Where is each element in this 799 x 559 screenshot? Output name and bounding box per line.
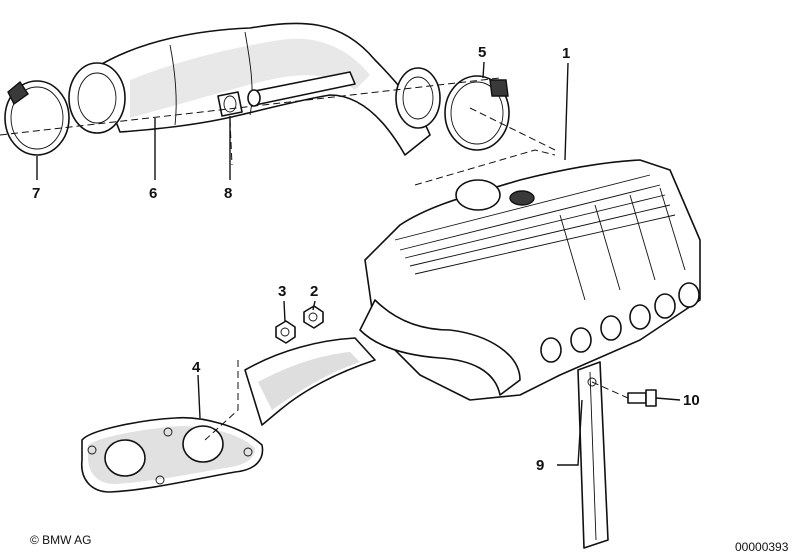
callout-7: 7: [32, 185, 40, 202]
intake-manifold[interactable]: [244, 159, 701, 426]
hose-clip[interactable]: [217, 91, 243, 117]
hose-clamp-left[interactable]: [4, 80, 70, 156]
leader-lines: [36, 61, 681, 466]
assembly-centerlines: [0, 77, 629, 441]
callout-8: 8: [224, 185, 232, 202]
callout-5: 5: [478, 44, 486, 61]
hose-clamp-right[interactable]: [444, 75, 510, 151]
callout-9: 9: [536, 457, 544, 474]
callout-10: 10: [683, 392, 700, 409]
flange-gasket[interactable]: [81, 416, 264, 493]
support-bracket[interactable]: [577, 361, 609, 549]
callout-1: 1: [562, 45, 570, 62]
intake-hose[interactable]: [68, 22, 441, 156]
copyright-text: © BMW AG: [30, 533, 92, 547]
callout-3: 3: [278, 283, 286, 300]
callout-2: 2: [310, 283, 318, 300]
bolt[interactable]: [627, 389, 657, 407]
callout-4: 4: [192, 359, 201, 376]
catalog-number: 00000393: [735, 540, 789, 554]
callout-6: 6: [149, 185, 157, 202]
nut-3[interactable]: [275, 320, 296, 344]
